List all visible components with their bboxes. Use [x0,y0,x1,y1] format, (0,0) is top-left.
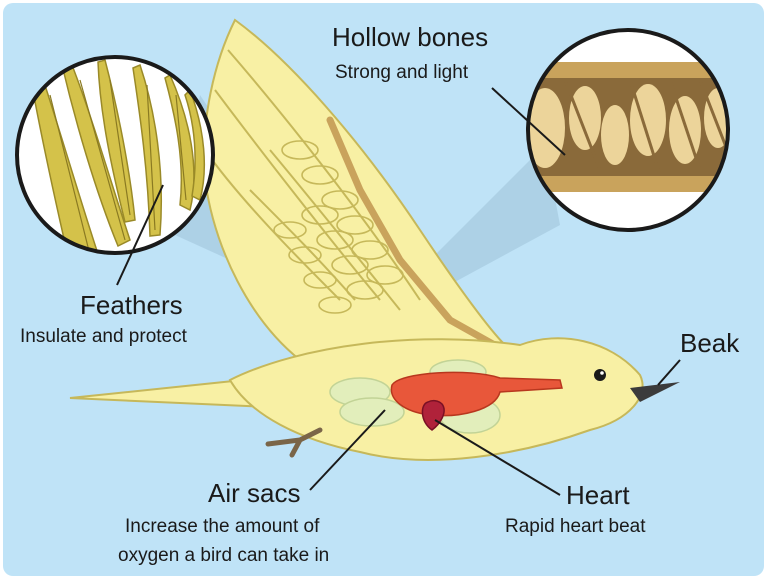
hollow-bones-title: Hollow bones [332,22,488,53]
heart-description: Rapid heart beat [505,516,646,538]
eye [594,369,606,381]
feathers-title: Feathers [80,290,183,321]
air-sacs-title: Air sacs [208,478,300,509]
beak-leader [658,360,680,385]
beak-title: Beak [680,328,739,359]
heart-title: Heart [566,480,630,511]
leg [268,430,320,455]
air-sacs-description-line2: oxygen a bird can take in [118,545,329,567]
air-sacs-description-line1: Increase the amount of [125,516,319,538]
hollow-bones-description: Strong and light [335,62,468,84]
feathers-description: Insulate and protect [20,326,187,348]
